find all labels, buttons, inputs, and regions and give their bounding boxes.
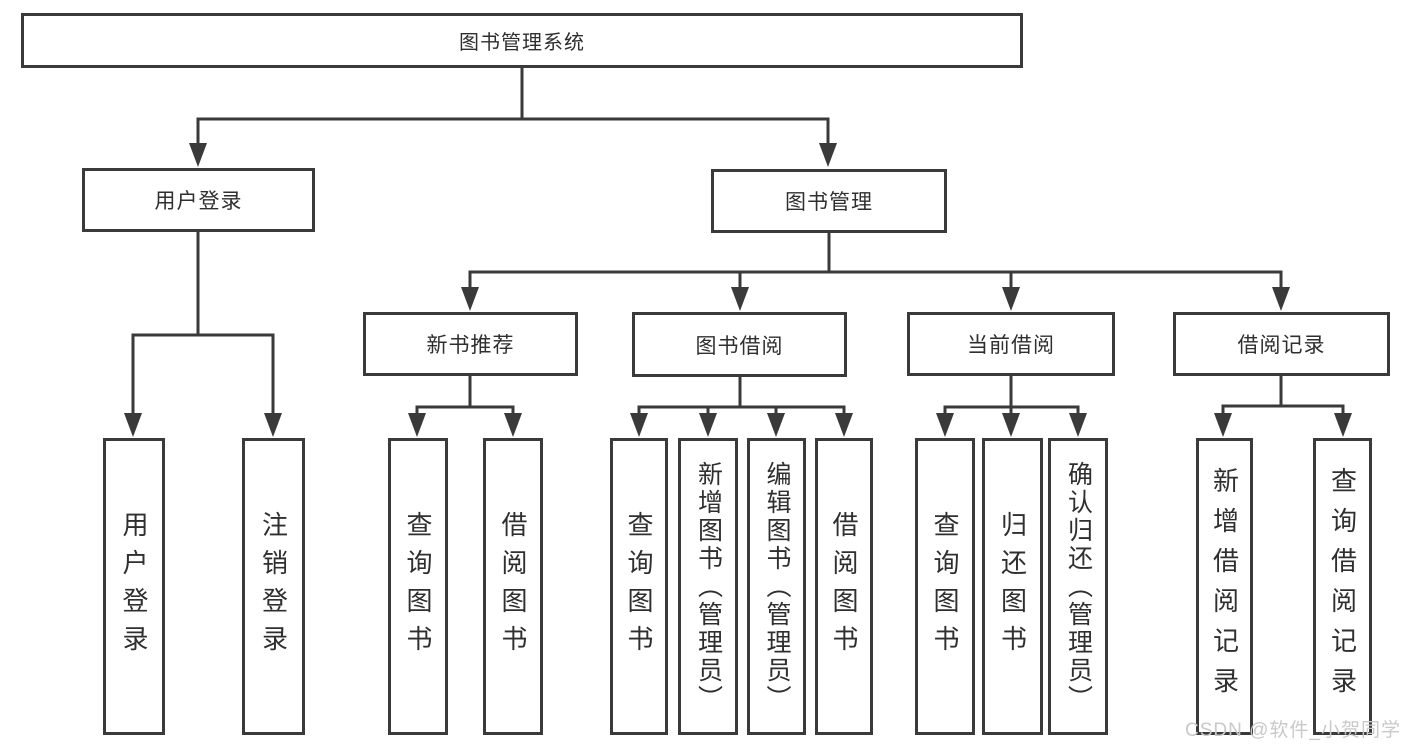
leaf-confirm-return-admin: 确认归还（管理员） [1048, 438, 1108, 735]
leaf-logout: 注销登录 [242, 438, 305, 735]
node-label: 编辑图书（管理员） [763, 460, 791, 713]
csdn-watermark: CSDN @软件_小贺同学 [1185, 720, 1401, 741]
node-label: 图书借阅 [695, 334, 784, 358]
node-label: 用户登录 [154, 190, 243, 213]
node-current-borrow: 当前借阅 [907, 312, 1115, 376]
node-user-login: 用户登录 [82, 168, 315, 232]
node-label: 借阅记录 [1237, 334, 1326, 357]
leaf-query-books-current: 查询图书 [915, 438, 975, 735]
node-library-system: 图书管理系统 [21, 13, 1023, 68]
node-borrow-records: 借阅记录 [1173, 312, 1390, 376]
node-label: 查询图书 [930, 510, 960, 663]
leaf-query-books-recommend: 查询图书 [388, 438, 448, 735]
node-label: 新增借阅记录 [1209, 466, 1240, 707]
node-label: 归还图书 [997, 510, 1028, 663]
node-label: 用户登录 [119, 510, 149, 663]
node-book-management: 图书管理 [711, 169, 947, 233]
node-label: 确认归还（管理员） [1064, 460, 1093, 713]
node-label: 新增图书（管理员） [694, 460, 723, 713]
node-label: 注销登录 [258, 510, 289, 663]
node-label: 查询图书 [403, 510, 433, 663]
node-label: 图书管理系统 [459, 32, 585, 54]
leaf-query-books-borrow: 查询图书 [610, 438, 668, 735]
node-label: 查询借阅记录 [1327, 466, 1358, 707]
leaf-return-books: 归还图书 [982, 438, 1043, 735]
node-label: 当前借阅 [967, 334, 1055, 357]
node-label: 借阅图书 [498, 510, 528, 663]
node-label: 查询图书 [624, 510, 654, 663]
leaf-add-books-admin: 新增图书（管理员） [678, 438, 738, 735]
leaf-edit-books-admin: 编辑图书（管理员） [747, 438, 806, 735]
leaf-borrow-books-recommend: 借阅图书 [483, 438, 543, 735]
leaf-query-borrow-record: 查询借阅记录 [1313, 438, 1372, 735]
node-label: 借阅图书 [829, 510, 859, 663]
node-new-book-recommend: 新书推荐 [363, 312, 578, 376]
leaf-user-login: 用户登录 [103, 438, 165, 735]
arrowheads [124, 143, 1352, 437]
node-book-borrow: 图书借阅 [632, 312, 847, 377]
node-label: 图书管理 [785, 191, 873, 214]
node-label: 新书推荐 [426, 334, 515, 357]
leaf-add-borrow-record: 新增借阅记录 [1196, 438, 1253, 735]
leaf-borrow-books: 借阅图书 [815, 438, 873, 735]
